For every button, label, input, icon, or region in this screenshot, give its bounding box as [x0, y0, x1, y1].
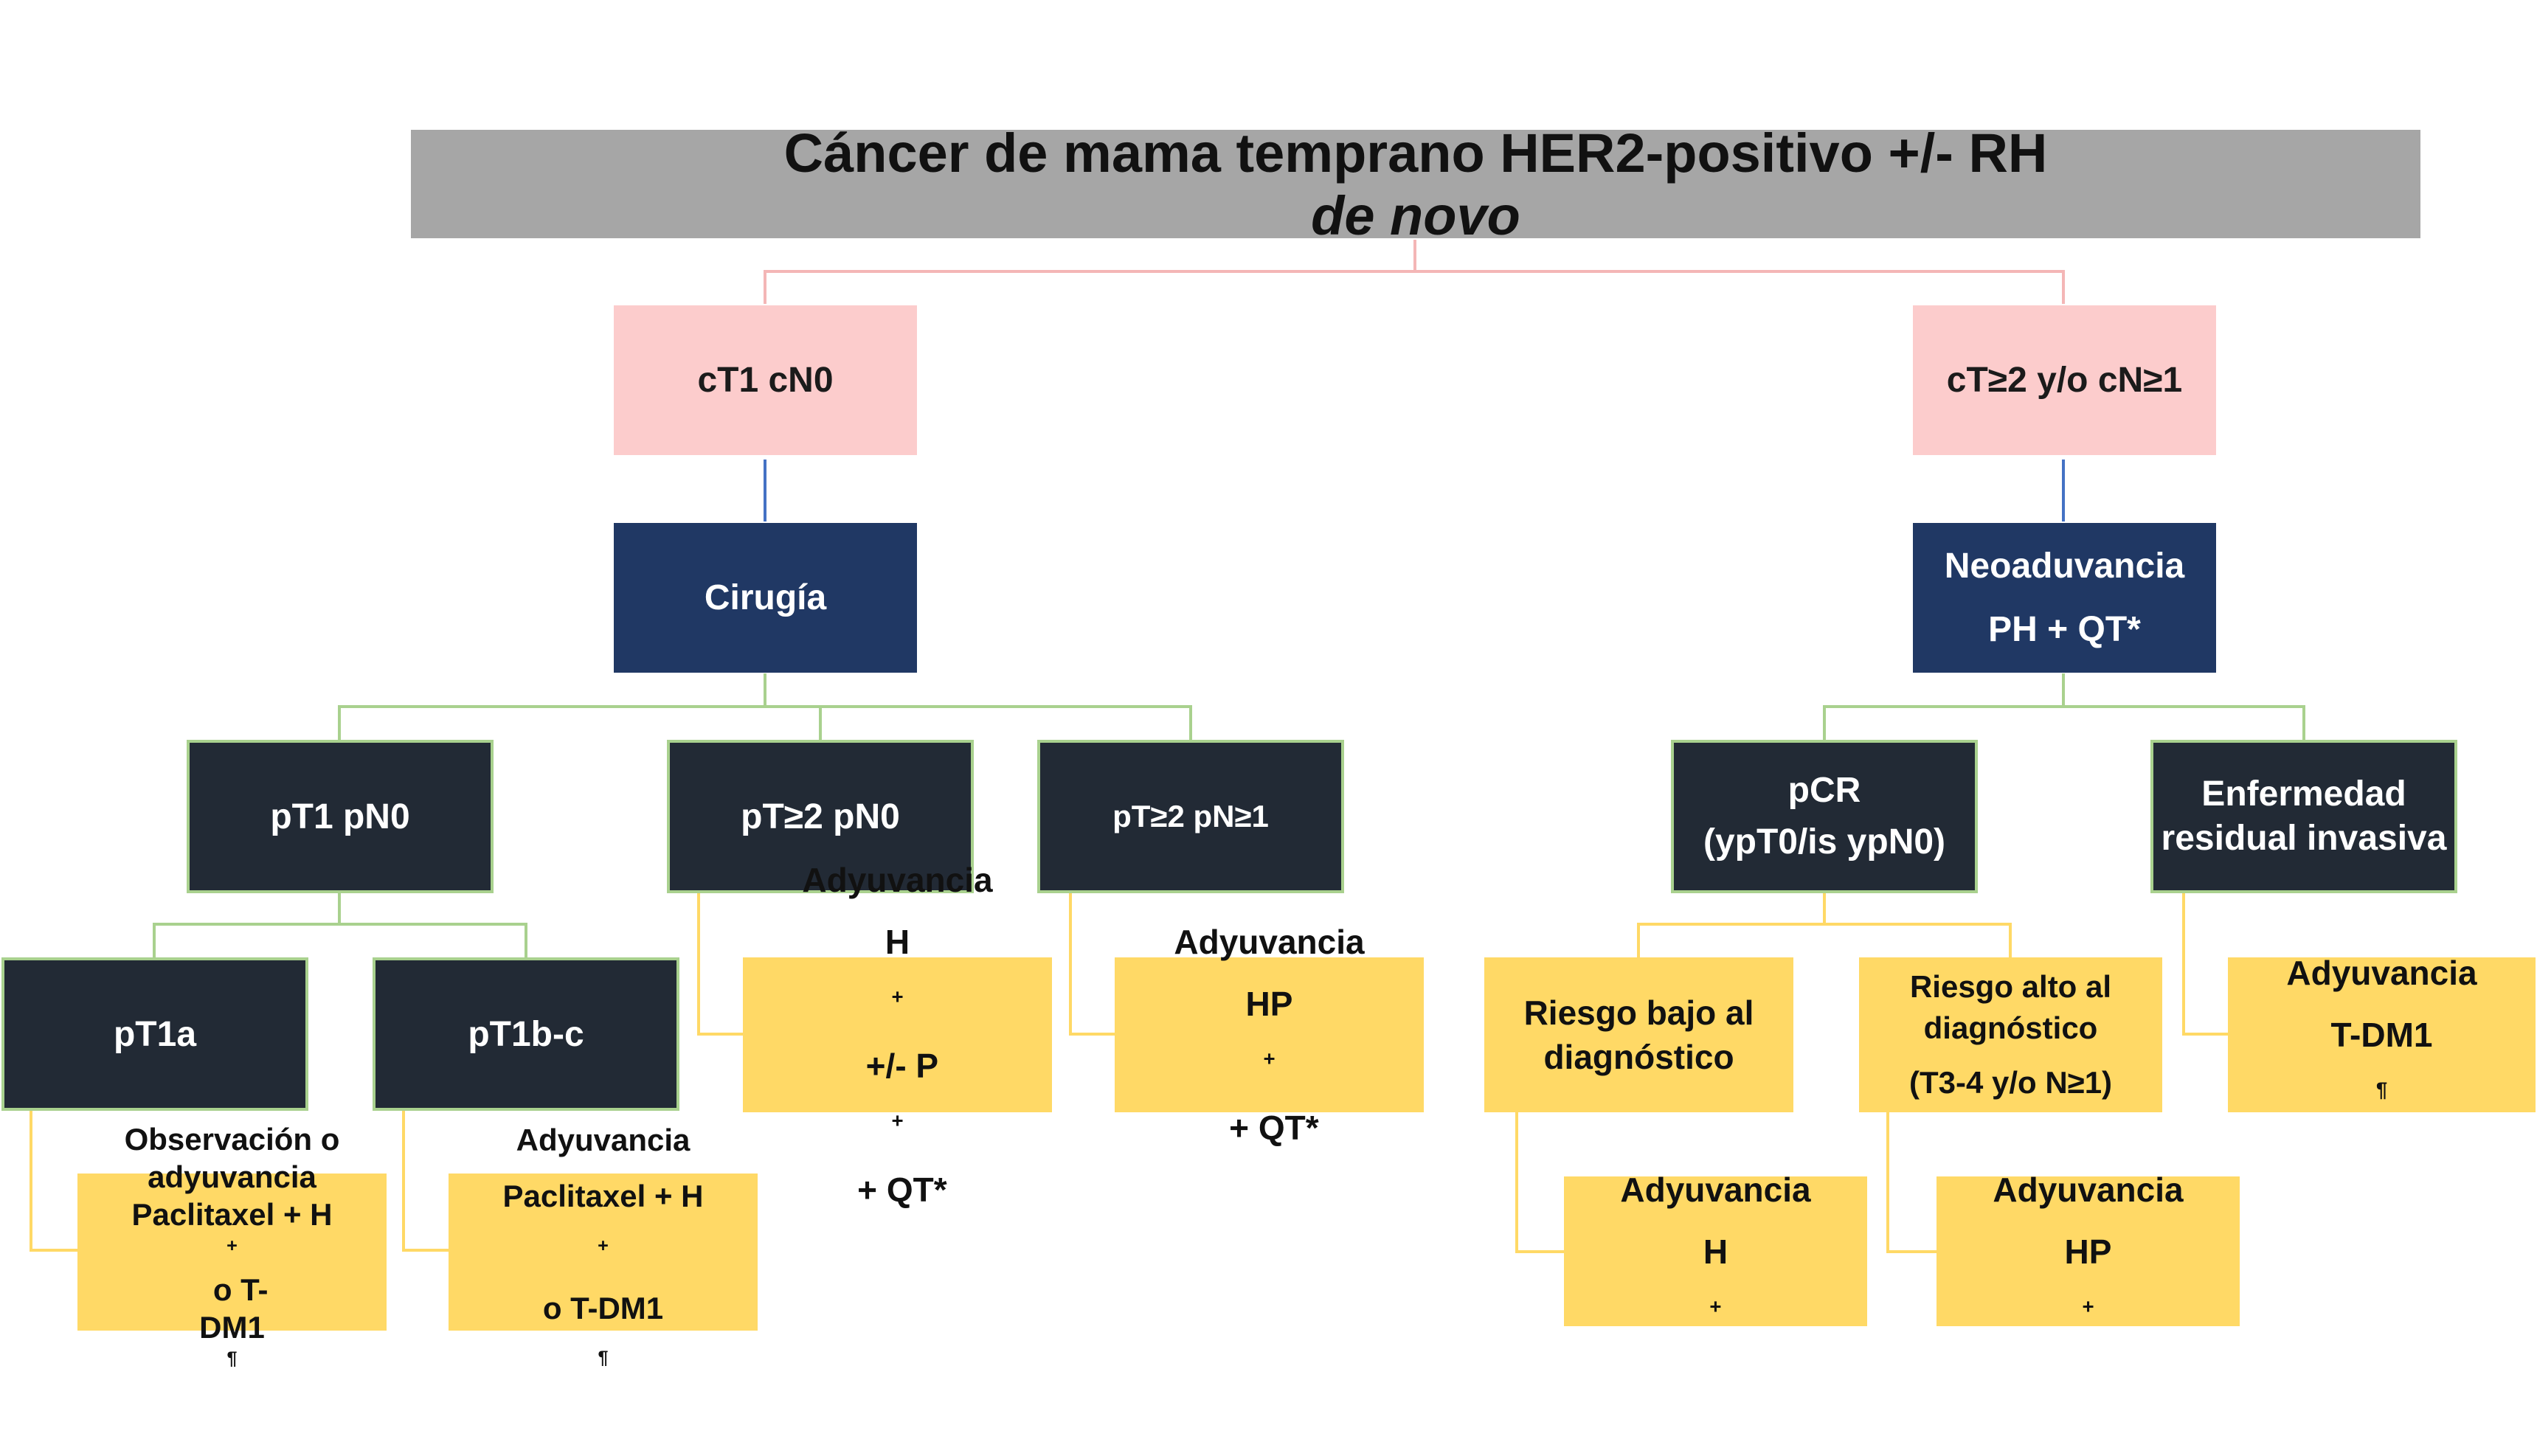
leaf-pt2pn1-plus: +: [1263, 1047, 1276, 1070]
leaf-pt1a-pilcrow: ¶: [226, 1348, 238, 1369]
leaf-pt2pn1-line2: HP + + QT*: [1219, 973, 1318, 1159]
treatment-right-line2: PH + QT*: [1988, 609, 2141, 649]
leaf-pt1bc-line2: Paclitaxel + H +: [503, 1168, 704, 1280]
leaf-pt1a-plus: +: [226, 1235, 238, 1256]
stage-connectors: [764, 460, 2065, 521]
treatment-box-left: Cirugía: [614, 523, 917, 673]
leaf-pt2pn1-line1: Adyuvancia: [1174, 923, 1365, 961]
leaf-low-line1: Adyuvancia: [1620, 1170, 1811, 1209]
subpath-pt1bc-label: pT1b-c: [468, 1014, 584, 1054]
stage-right-label: cT≥2 y/o cN≥1: [1946, 361, 2183, 400]
leaf-pt1bc-pilcrow: ¶: [598, 1347, 609, 1368]
leaf-pt1a-paclitaxel: Paclitaxel + H: [131, 1197, 333, 1232]
path-residual-line1: Enfermedad: [2201, 774, 2406, 814]
leaf-residual-pilcrow: ¶: [2375, 1078, 2388, 1101]
leaf-pt2pn1-end: + QT*: [1219, 1109, 1319, 1147]
leaf-low-plus: +: [1709, 1294, 1722, 1317]
leaf-pt2pn0-line2: H + +/- P + + QT*: [848, 911, 946, 1221]
leaf-pt1bc-paclitaxel: Paclitaxel + H: [502, 1178, 704, 1213]
risk-box-high: Riesgo alto al diagnóstico (T3-4 y/o N≥1…: [1859, 957, 2162, 1112]
treatment-left-label: Cirugía: [704, 578, 827, 617]
leaf-pt1a-line1: Observación o: [124, 1122, 340, 1157]
leaf-residual-line1: Adyuvancia: [2286, 954, 2477, 992]
leaf-low-line2: H+: [1703, 1221, 1728, 1345]
leaf-pt1a-dm1: DM1: [199, 1310, 265, 1345]
path-pcr-line2: (ypT0/is ypN0): [1703, 822, 1946, 862]
risk-high-line3: (T3-4 y/o N≥1): [1908, 1065, 2113, 1100]
leaf-pt1bc-line1: Adyuvancia: [516, 1122, 691, 1157]
leaf-pt2pn0-plus-p: +: [891, 1109, 904, 1132]
leaf-pt1bc-plus: +: [598, 1235, 609, 1256]
path-box-pcr: pCR (ypT0/is ypN0): [1671, 740, 1978, 893]
leaf-pt1bc-tdm1: o T-DM1: [542, 1290, 664, 1325]
leaf-box-pt2pn1: Adyuvancia HP + + QT*: [1115, 923, 1424, 1147]
leaf-pt1bc-line3: o T-DM1 ¶: [543, 1280, 663, 1393]
subpath-box-pt1a: pT1a: [1, 957, 308, 1111]
path-connectors: [153, 673, 2305, 957]
leaf-pt1a-line4: DM1 ¶: [199, 1308, 265, 1384]
diagram-title: Cáncer de mama temprano HER2-positivo +/…: [411, 122, 2420, 246]
risk-box-low: Riesgo bajo al diagnóstico: [1484, 957, 1793, 1112]
leaf-box-pt2pn0: Adyuvancia H + +/- P + + QT*: [743, 861, 1052, 1209]
path-pt1pn0-label: pT1 pN0: [270, 797, 410, 836]
treatment-right-line1: Neoaduvancia: [1944, 546, 2185, 586]
leaf-residual-line2: T-DM1 ¶: [2331, 1004, 2433, 1128]
leaf-pt2pn1-hp: HP: [1245, 985, 1293, 1023]
leaf-pt1a-line2: adyuvancia: [148, 1159, 316, 1194]
path-box-pt2pn0: pT≥2 pN0: [667, 740, 974, 893]
treatment-box-right: Neoaduvancia PH + QT*: [1913, 523, 2216, 673]
stage-left-label: cT1 cN0: [697, 361, 834, 400]
subpath-box-pt1bc: pT1b-c: [373, 957, 679, 1111]
leaf-box-low: Adyuvancia H +: [1564, 1171, 1867, 1326]
leaf-pt2pn0-mid: +/- P: [856, 1047, 939, 1085]
risk-high-line1: Riesgo alto al: [1909, 969, 2112, 1004]
path-pcr-line1: pCR: [1787, 771, 1861, 810]
risk-low-line2: diagnóstico: [1543, 1038, 1734, 1076]
leaf-residual-tdm1: T-DM1: [2330, 1016, 2433, 1054]
path-box-residual: Enfermedad residual invasiva: [2150, 740, 2457, 893]
risk-high-line2: diagnóstico: [1923, 1010, 2098, 1045]
leaf-pt2pn0-line1: Adyuvancia: [802, 861, 993, 899]
path-box-pt2pn1: pT≥2 pN≥1: [1037, 740, 1344, 893]
stage-box-left: cT1 cN0: [614, 305, 917, 455]
leaf-pt2pn0-end: + QT*: [848, 1171, 947, 1209]
path-residual-line2: residual invasiva: [2161, 819, 2447, 858]
leaf-high-hp: HP: [2064, 1232, 2112, 1271]
subpath-pt1a-label: pT1a: [113, 1014, 197, 1054]
leaf-high-line2: HP +: [2065, 1221, 2112, 1345]
leaf-box-pt1a: Observación o adyuvancia Paclitaxel + H +…: [77, 1122, 387, 1367]
path-pt2pn0-label: pT≥2 pN0: [741, 797, 900, 836]
path-pt2pn1-label: pT≥2 pN≥1: [1112, 799, 1269, 833]
path-box-pt1pn0: pT1 pN0: [187, 740, 494, 893]
title-text: Cáncer de mama temprano HER2-positivo +/…: [783, 122, 2048, 184]
leaf-pt1a-line3: Paclitaxel + H + o T-: [132, 1196, 333, 1308]
leaf-pt2pn0-plus-h: +: [891, 985, 904, 1008]
risk-low-line1: Riesgo bajo al: [1523, 994, 1754, 1032]
leaf-pt2pn0-h: H: [885, 923, 910, 961]
leaf-box-residual: Adyuvancia T-DM1 ¶: [2228, 954, 2536, 1112]
stage-box-right: cT≥2 y/o cN≥1: [1913, 305, 2216, 455]
leaf-high-plus: +: [2082, 1294, 2094, 1317]
leaf-pt1a-or: o T-: [195, 1272, 269, 1307]
leaf-low-h: H: [1703, 1232, 1728, 1271]
title-emphasis: de novo: [1311, 184, 1520, 246]
leaf-box-pt1bc: Adyuvancia Paclitaxel + H + o T-DM1 ¶: [449, 1123, 758, 1367]
title-connectors: [764, 240, 2065, 304]
leaf-connectors: [30, 893, 2228, 1253]
leaf-high-line1: Adyuvancia: [1993, 1170, 2184, 1209]
leaf-box-high: Adyuvancia HP +: [1937, 1171, 2240, 1326]
